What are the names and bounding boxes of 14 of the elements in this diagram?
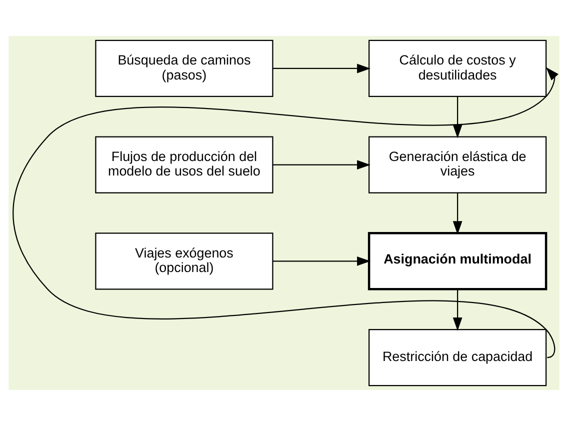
arrow	[272, 256, 370, 266]
arrow	[272, 160, 370, 170]
node-box: Flujos de producción del modelo de usos del suelo	[95, 136, 274, 194]
node-box: Generación elástica de viajes	[368, 136, 547, 194]
node-box: Restricción de capacidad	[368, 328, 547, 386]
arrow	[452, 290, 462, 331]
arrow	[272, 64, 370, 74]
arrow	[12, 67, 558, 358]
arrow	[452, 193, 462, 235]
arrow	[452, 96, 462, 138]
node-box: Viajes exógenos (opcional)	[95, 232, 274, 290]
node-box: Búsqueda de caminos (pasos)	[95, 40, 274, 98]
node-box: Cálculo de costos y desutilidades	[368, 40, 547, 98]
node-box: Asignación multimodal	[368, 232, 548, 290]
